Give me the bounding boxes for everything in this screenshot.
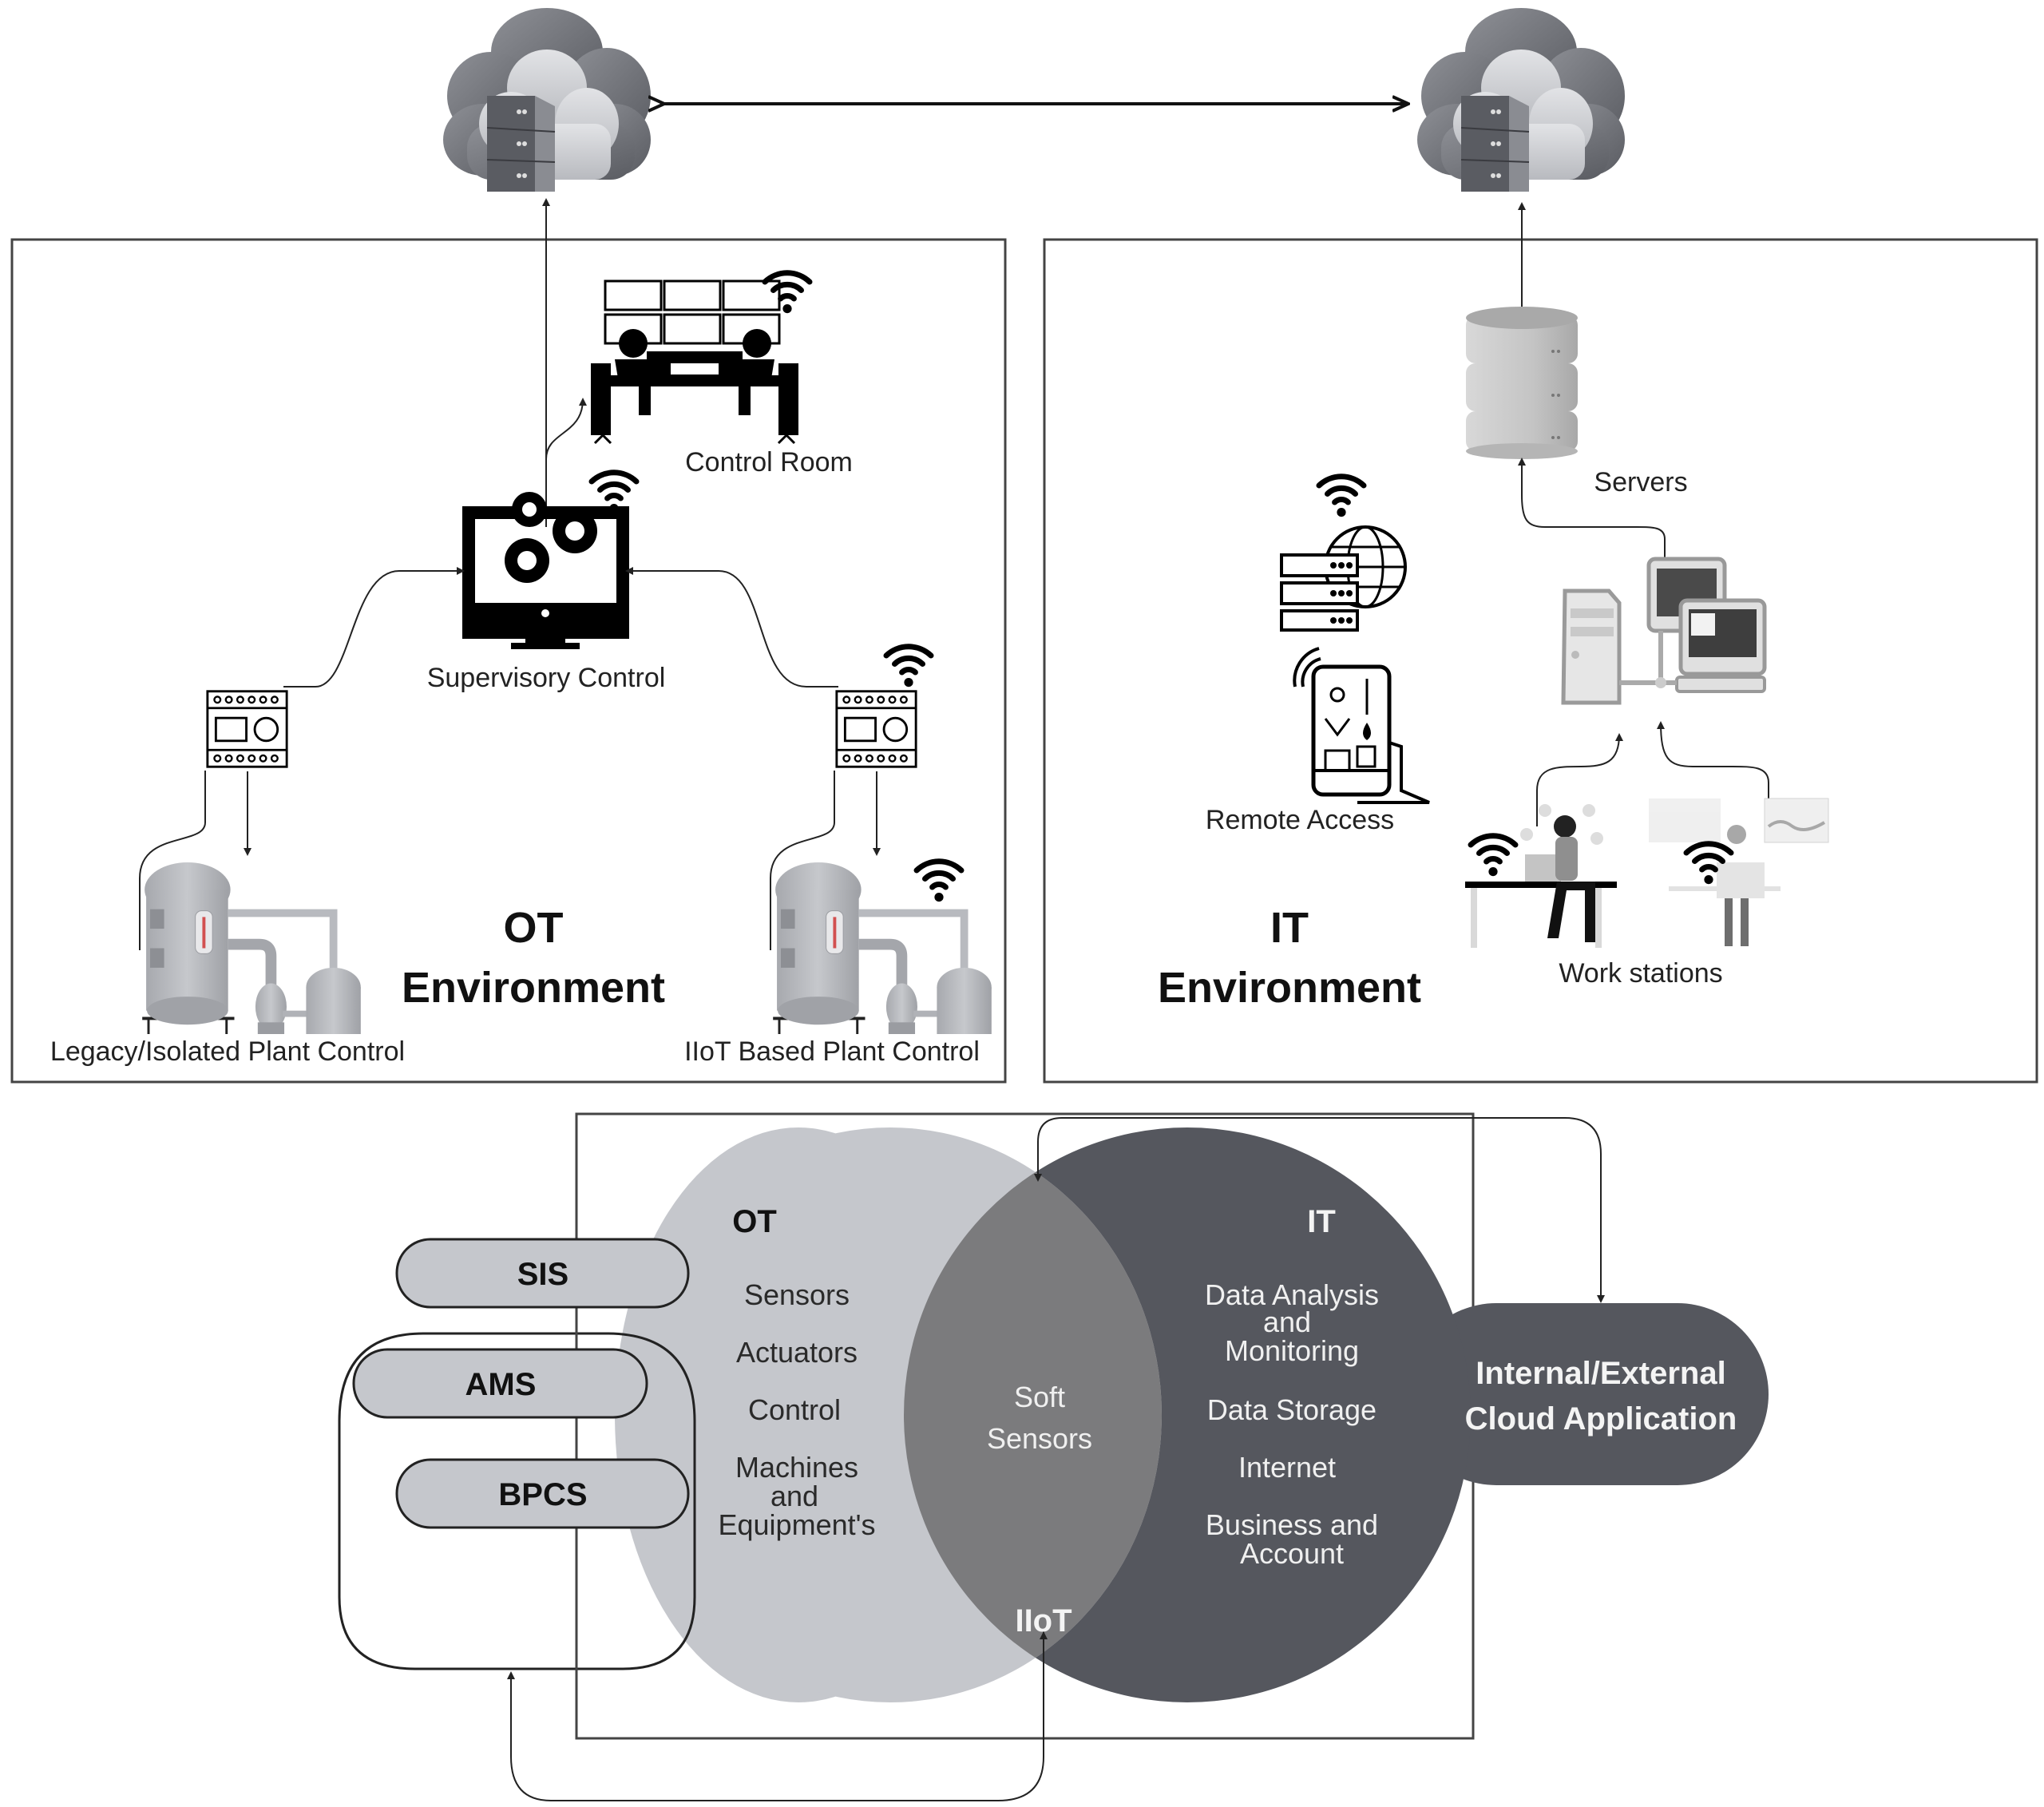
venn-it-item-business: Business and bbox=[1206, 1508, 1378, 1541]
iiot-plant-label: IIoT Based Plant Control bbox=[684, 1036, 980, 1067]
pill-bpcs[interactable]: BPCS bbox=[395, 1458, 690, 1529]
iiot-plant-icon bbox=[773, 862, 992, 1034]
pill-ams[interactable]: AMS bbox=[352, 1348, 648, 1419]
workstation-person-2-icon bbox=[1649, 798, 1829, 946]
pill-sis-label: SIS bbox=[517, 1257, 568, 1292]
venn-ot-item-and: and bbox=[770, 1480, 818, 1512]
ot-environment-title-line1: OT bbox=[504, 904, 564, 952]
iiot-to-ams-group-connector bbox=[507, 1629, 1044, 1801]
venn-it-item-and: and bbox=[1263, 1306, 1311, 1338]
pill-sis[interactable]: SIS bbox=[395, 1238, 690, 1309]
venn-it-item-data-analysis: Data Analysis bbox=[1205, 1278, 1379, 1311]
it-environment-title-line1: IT bbox=[1270, 904, 1309, 952]
workstation1-to-hub-connector bbox=[1536, 733, 1623, 826]
venn-ot-item-control: Control bbox=[748, 1393, 841, 1426]
workstation-1-wifi-icon bbox=[1471, 836, 1515, 876]
venn-it-title: IT bbox=[1307, 1204, 1336, 1239]
network-globe-icon bbox=[1280, 525, 1407, 632]
cloud-application-node[interactable] bbox=[1405, 1303, 1769, 1485]
cloud-server-icon-right bbox=[1416, 7, 1626, 192]
supervisory-to-control-room-connector bbox=[545, 398, 587, 460]
control-room-label: Control Room bbox=[685, 447, 853, 478]
legacy-plant-feedback-connector bbox=[139, 771, 206, 950]
venn-ot-title: OT bbox=[732, 1204, 777, 1239]
venn-ot-item-sensors: Sensors bbox=[744, 1278, 850, 1311]
globe-wifi-icon bbox=[1319, 477, 1364, 517]
remote-access-label: Remote Access bbox=[1206, 805, 1394, 835]
overlap-region bbox=[904, 1127, 1162, 1702]
plc-legacy-icon bbox=[206, 690, 288, 768]
iiot-plant-feedback-connector bbox=[770, 771, 835, 950]
venn-ot-item-equipment: Equipment's bbox=[719, 1508, 876, 1541]
venn-it-item-data-storage: Data Storage bbox=[1207, 1393, 1377, 1426]
legacy-plant-label: Legacy/Isolated Plant Control bbox=[50, 1036, 405, 1067]
servers-icon bbox=[1466, 307, 1578, 459]
venn-overlap-line1: Soft bbox=[1014, 1381, 1065, 1413]
ams-bpcs-group-outline bbox=[338, 1332, 696, 1670]
venn-overlap-line2: Sensors bbox=[987, 1422, 1092, 1455]
legacy-plant-icon bbox=[142, 862, 361, 1034]
cloud-application-line2: Cloud Application bbox=[1465, 1401, 1737, 1436]
supervisory-control-icon bbox=[462, 492, 629, 649]
computer-network-icon bbox=[1561, 557, 1767, 705]
mobile-remote-icon bbox=[1311, 664, 1430, 804]
it-environment-title-line2: Environment bbox=[1158, 964, 1421, 1012]
venn-it-item-internet: Internet bbox=[1238, 1451, 1336, 1484]
venn-ot-item-actuators: Actuators bbox=[736, 1336, 858, 1369]
work-stations-label: Work stations bbox=[1559, 958, 1722, 989]
workstation-person-1-icon bbox=[1465, 804, 1617, 948]
venn-it-item-account: Account bbox=[1240, 1537, 1344, 1570]
plc-iiot-wifi-icon bbox=[886, 647, 931, 687]
overlap-to-cloud-app-connector bbox=[1037, 1117, 1605, 1303]
cloud-application-line1: Internal/External bbox=[1476, 1356, 1725, 1391]
workstation2-to-hub-connector bbox=[1657, 721, 1769, 798]
mobile-signal-icon bbox=[1293, 647, 1321, 688]
plc-iiot-icon bbox=[835, 690, 917, 768]
it-environment-panel bbox=[1043, 238, 2038, 1084]
control-room-icon bbox=[591, 279, 798, 445]
servers-label: Servers bbox=[1594, 467, 1687, 497]
pill-ams-label: AMS bbox=[465, 1367, 537, 1402]
venn-it-item-monitoring: Monitoring bbox=[1225, 1334, 1359, 1367]
pill-bpcs-label: BPCS bbox=[498, 1477, 587, 1512]
cloud-server-icon-left bbox=[442, 7, 652, 192]
supervisory-control-label: Supervisory Control bbox=[427, 663, 666, 693]
iiot-plant-wifi-icon bbox=[917, 862, 961, 902]
workstation-hub-to-servers-connector bbox=[1518, 458, 1666, 559]
venn-iiot-label: IIoT bbox=[1015, 1603, 1072, 1639]
ot-environment-panel bbox=[10, 238, 1007, 1084]
iiot-plc-to-supervisory-connector bbox=[625, 567, 838, 688]
ot-environment-title-line2: Environment bbox=[402, 964, 665, 1012]
legacy-plc-to-supervisory-connector bbox=[283, 567, 465, 688]
venn-ot-item-machines: Machines bbox=[735, 1451, 858, 1484]
